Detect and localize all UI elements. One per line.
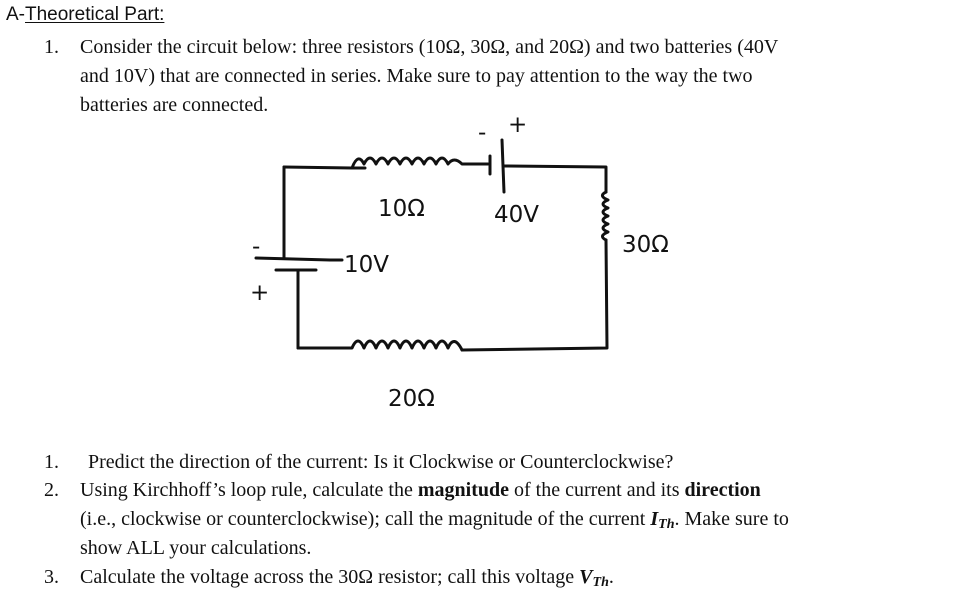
battery-10v-plus: + <box>250 280 269 306</box>
question-2-text-2a: (i.e., clockwise or counterclockwise); c… <box>80 508 651 530</box>
battery-10v-long-plate <box>254 256 332 262</box>
resistor-30-ohm-label: 30Ω <box>622 232 669 258</box>
question-2-text-1a: Using Kirchhoff’s loop rule, calculate t… <box>80 479 418 501</box>
voltage-symbol: VTh <box>579 566 609 590</box>
top-right-wire <box>502 164 608 194</box>
resistor-20-ohm-label: 20Ω <box>388 386 435 412</box>
intro-text-2: and 10V) that are connected in series. M… <box>80 65 753 87</box>
right-lower-wire <box>460 238 609 352</box>
circuit-diagram: 10Ω 40V - + 30Ω 10V - + 20Ω <box>240 112 760 422</box>
voltage-symbol-sub: Th <box>592 575 609 590</box>
heading-prefix: A- <box>6 4 25 25</box>
question-2-bold-direction: direction <box>684 479 761 501</box>
intro-number: 1. <box>44 36 59 58</box>
question-2-line-2: (i.e., clockwise or counterclockwise); c… <box>80 505 789 539</box>
question-2-line-3: show ALL your calculations. <box>80 537 312 559</box>
question-3-text: Calculate the voltage across the 30Ω res… <box>80 563 614 597</box>
question-2-text-2b: . Make sure to <box>674 508 789 530</box>
resistor-10-ohm-label: 10Ω <box>378 196 425 222</box>
question-3-text-a: Calculate the voltage across the 30Ω res… <box>80 566 580 588</box>
battery-40v-minus: - <box>478 120 486 146</box>
resistor-10-ohm <box>350 156 490 170</box>
current-symbol-sub: Th <box>658 517 675 532</box>
question-2-bold-magnitude: magnitude <box>417 479 509 501</box>
battery-10v-label: 10V <box>344 252 389 278</box>
intro-text-3: batteries are connected. <box>80 94 269 116</box>
battery-40v-label: 40V <box>494 202 539 228</box>
question-2-number: 2. <box>44 479 59 501</box>
question-1-number: 1. <box>44 451 59 473</box>
section-heading: A-Theoretical Part: <box>6 3 164 27</box>
question-2-text-1: Using Kirchhoff’s loop rule, calculate t… <box>80 476 761 504</box>
battery-40v-plus: + <box>508 112 527 138</box>
heading-title: Theoretical Part: <box>25 4 165 25</box>
voltage-symbol-var: V <box>579 566 593 588</box>
current-symbol: ITh <box>650 508 675 532</box>
question-3-text-b: . <box>608 566 614 588</box>
question-2-text-1c: of the current and its <box>509 479 685 501</box>
resistor-30-ohm <box>601 190 610 242</box>
battery-10v-minus: - <box>252 234 260 260</box>
circuit-drawing: 10Ω 40V - + 30Ω 10V - + 20Ω <box>250 112 669 412</box>
resistor-20-ohm <box>296 339 464 352</box>
question-3-number: 3. <box>44 566 59 588</box>
intro-text-1: Consider the circuit below: three resist… <box>80 36 779 58</box>
current-symbol-var: I <box>650 508 659 530</box>
question-1-text: Predict the direction of the current: Is… <box>88 451 674 473</box>
